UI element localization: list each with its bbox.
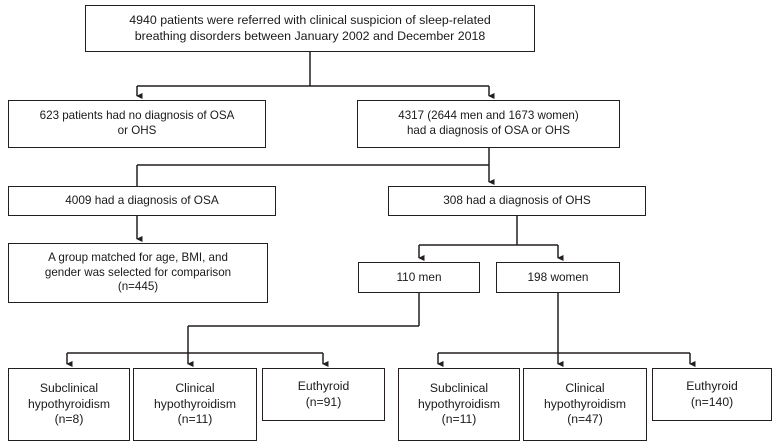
node-women-subclinical-hypothyroidism: Subclinical hypothyroidism (n=11) — [398, 368, 520, 441]
node-men-clinical-hypothyroidism-label: Clinical hypothyroidism (n=11) — [154, 381, 236, 427]
node-total-cohort: 4940 patients were referred with clinica… — [85, 5, 535, 52]
node-ohs-women: 198 women — [496, 262, 620, 293]
node-diagnosis-osa-ohs: 4317 (2644 men and 1673 women) had a dia… — [357, 100, 620, 148]
node-ohs-men: 110 men — [358, 262, 480, 293]
node-matched-comparison-group: A group matched for age, BMI, and gender… — [8, 243, 268, 303]
node-ohs-women-label: 198 women — [527, 269, 589, 284]
node-women-clinical-hypothyroidism: Clinical hypothyroidism (n=47) — [523, 368, 647, 441]
node-osa-diagnosis: 4009 had a diagnosis of OSA — [8, 186, 276, 216]
node-women-subclinical-hypothyroidism-label: Subclinical hypothyroidism (n=11) — [418, 381, 500, 427]
node-no-diagnosis: 623 patients had no diagnosis of OSA or … — [8, 100, 266, 148]
node-ohs-men-label: 110 men — [396, 269, 442, 284]
node-men-clinical-hypothyroidism: Clinical hypothyroidism (n=11) — [133, 368, 257, 441]
node-women-euthyroid: Euthyroid (n=140) — [652, 368, 772, 421]
node-ohs-diagnosis-label: 308 had a diagnosis of OHS — [443, 193, 591, 208]
connector-group — [66, 52, 696, 368]
node-ohs-diagnosis: 308 had a diagnosis of OHS — [388, 186, 646, 216]
node-women-clinical-hypothyroidism-label: Clinical hypothyroidism (n=47) — [544, 381, 626, 427]
node-matched-comparison-group-label: A group matched for age, BMI, and gender… — [44, 250, 232, 294]
node-osa-diagnosis-label: 4009 had a diagnosis of OSA — [65, 193, 219, 208]
node-men-subclinical-hypothyroidism: Subclinical hypothyroidism (n=8) — [8, 368, 130, 441]
node-men-subclinical-hypothyroidism-label: Subclinical hypothyroidism (n=8) — [28, 381, 110, 427]
node-men-euthyroid-label: Euthyroid (n=91) — [297, 378, 350, 409]
node-no-diagnosis-label: 623 patients had no diagnosis of OSA or … — [39, 109, 235, 137]
node-women-euthyroid-label: Euthyroid (n=140) — [686, 378, 738, 409]
node-men-euthyroid: Euthyroid (n=91) — [262, 368, 385, 421]
node-diagnosis-osa-ohs-label: 4317 (2644 men and 1673 women) had a dia… — [398, 109, 579, 137]
node-total-cohort-label: 4940 patients were referred with clinica… — [129, 12, 491, 43]
